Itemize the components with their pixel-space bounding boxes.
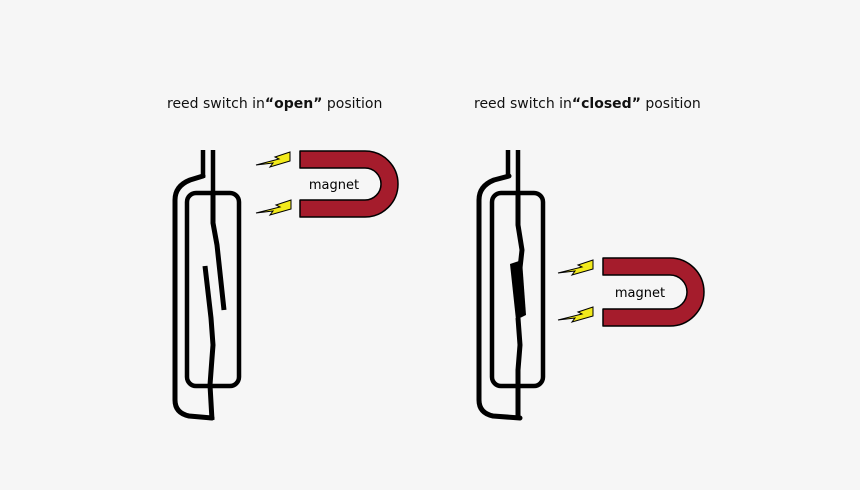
caption-closed-suffix: position [640,96,701,112]
caption-closed: reed switch in“closed” position [474,96,701,112]
glass-envelope-outer [172,173,215,421]
reed-switch-closed: magnet [476,150,705,421]
reed-switch-open: magnet [172,150,399,421]
spark-icon [255,151,291,168]
magnet-label: magnet [309,178,359,193]
magnet-horseshoe [299,150,399,218]
spark-icon [557,259,594,276]
magnet-horseshoe [602,257,705,327]
spark-icon [255,199,292,216]
caption-open-suffix: position [322,96,383,112]
upper-reed [210,193,227,311]
caption-closed-state: “closed” [571,96,641,112]
reed-contact [510,260,526,320]
caption-closed-prefix: reed switch in [474,96,572,112]
magnet-closed: magnet [602,257,705,327]
caption-open-state: “open” [264,96,323,112]
lower-reed [202,265,216,421]
upper-reed [515,193,525,269]
magnet-open: magnet [299,150,399,218]
caption-open: reed switch in“open” position [167,96,382,112]
glass-envelope-outer [476,173,523,421]
caption-open-prefix: reed switch in [167,96,265,112]
spark-icon [557,306,594,323]
lower-reed [515,317,523,420]
magnet-label: magnet [615,286,665,301]
